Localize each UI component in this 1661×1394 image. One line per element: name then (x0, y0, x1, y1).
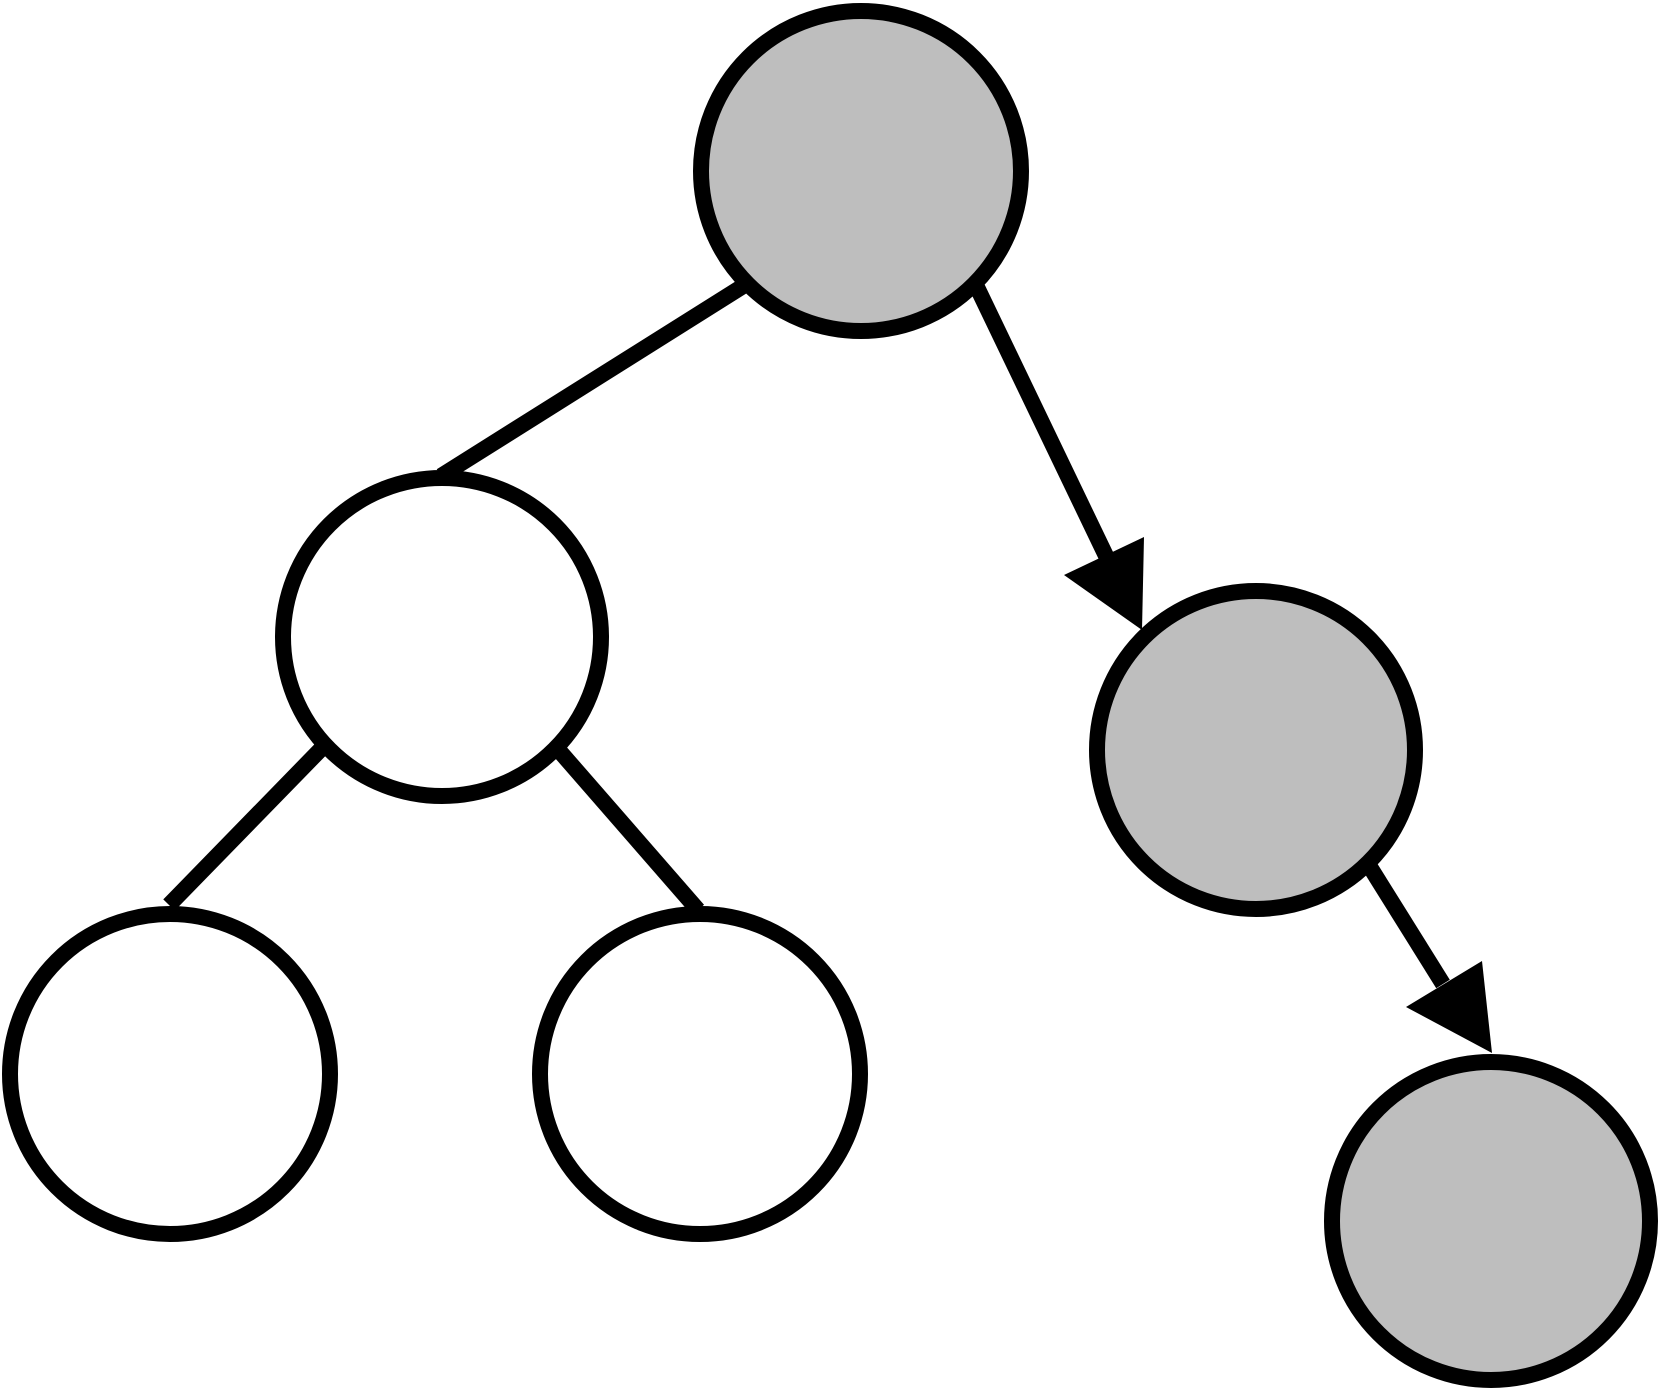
node-root (693, 3, 1029, 339)
node-left-right-leaf (532, 906, 868, 1242)
node-right-right-leaf (1324, 1054, 1658, 1388)
edge-left-child-to-left-right-leaf (549, 741, 705, 916)
edge-right-child-to-right-right-leaf (1363, 862, 1450, 989)
tree-edges (163, 276, 1450, 989)
node-right-child (1089, 583, 1423, 917)
arrowhead-right-right-leaf (1406, 961, 1492, 1053)
edge-root-to-left-child (436, 276, 753, 483)
edge-left-child-to-left-left-leaf (163, 741, 329, 911)
tree-nodes (2, 3, 1658, 1388)
node-left-child (275, 470, 609, 804)
node-left-left-leaf (2, 906, 338, 1242)
arrowhead-right-child (1064, 537, 1144, 630)
edge-root-to-right-child (967, 279, 1116, 564)
tree-arrowheads (1064, 537, 1492, 1053)
